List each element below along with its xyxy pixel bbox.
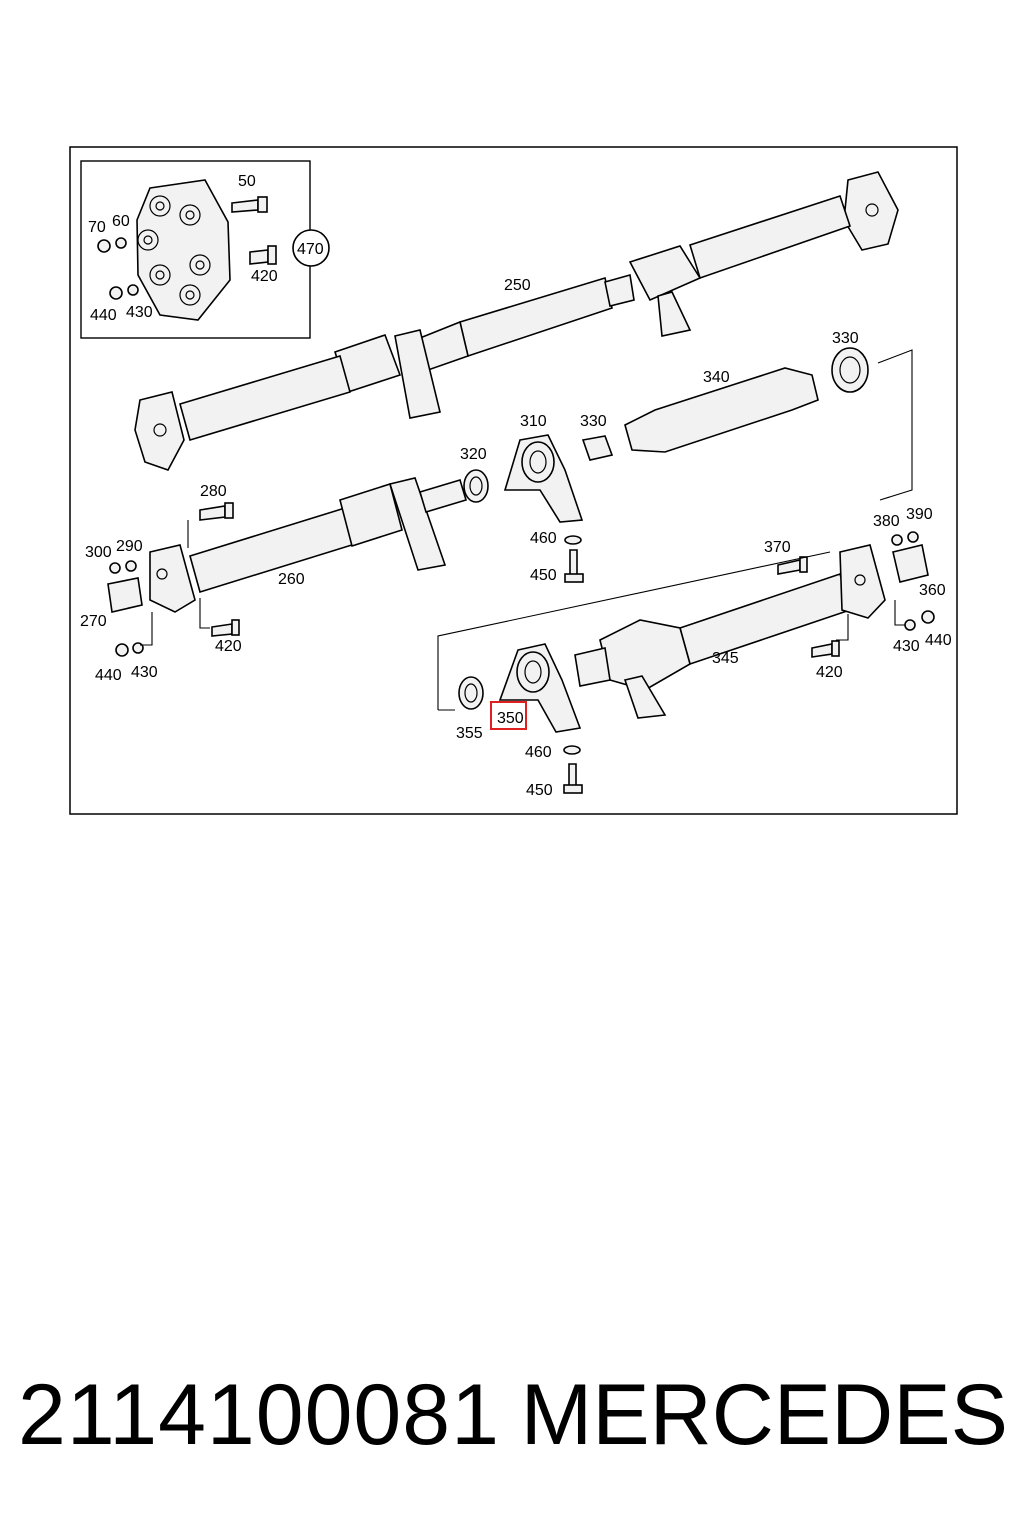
callout-390: 390	[906, 506, 933, 523]
callout-250: 250	[504, 277, 531, 294]
callout-330-top: 330	[832, 330, 859, 347]
callout-330: 330	[580, 413, 607, 430]
callout-345: 345	[712, 650, 739, 667]
callout-450: 450	[530, 567, 557, 584]
brand-name: MERCEDES	[520, 1367, 1008, 1463]
callout-420-front: 420	[215, 638, 242, 655]
callout-355: 355	[456, 725, 483, 742]
callout-440-rear: 440	[925, 632, 952, 649]
callout-430-front: 430	[131, 664, 158, 681]
leader-lines	[140, 349, 913, 711]
inset-flex-disc-group	[80, 160, 330, 339]
diagram-frame	[69, 146, 958, 815]
callout-300: 300	[85, 544, 112, 561]
assembled-propeller-shaft	[134, 171, 899, 471]
callout-350: 350	[497, 710, 524, 727]
callout-460: 460	[530, 530, 557, 547]
rear-shaft-section	[458, 531, 935, 794]
part-number: 2114100081	[18, 1367, 500, 1463]
callout-360: 360	[919, 582, 946, 599]
front-shaft-section	[107, 347, 869, 657]
callout-470: 470	[297, 241, 324, 258]
callout-60: 60	[112, 213, 130, 230]
callout-460-rear: 460	[525, 744, 552, 761]
callout-320: 320	[460, 446, 487, 463]
callout-350-highlight	[490, 701, 527, 730]
callout-440: 440	[90, 307, 117, 324]
callout-440-front: 440	[95, 667, 122, 684]
callout-260: 260	[278, 571, 305, 588]
callout-370: 370	[764, 539, 791, 556]
callout-290: 290	[116, 538, 143, 555]
caption: 2114100081 MERCEDES	[18, 1365, 1008, 1475]
callout-340: 340	[703, 369, 730, 386]
callout-310: 310	[520, 413, 547, 430]
callout-430-rear: 430	[893, 638, 920, 655]
callout-labels: 50 70 60 470 420 440 430 250 330 340 310…	[80, 173, 952, 799]
callout-380: 380	[873, 513, 900, 530]
callout-50: 50	[238, 173, 256, 190]
callout-420: 420	[251, 268, 278, 285]
callout-270: 270	[80, 613, 107, 630]
callout-420-rear: 420	[816, 664, 843, 681]
callout-70: 70	[88, 219, 106, 236]
callout-450-rear: 450	[526, 782, 553, 799]
callout-430: 430	[126, 304, 153, 321]
callout-280: 280	[200, 483, 227, 500]
